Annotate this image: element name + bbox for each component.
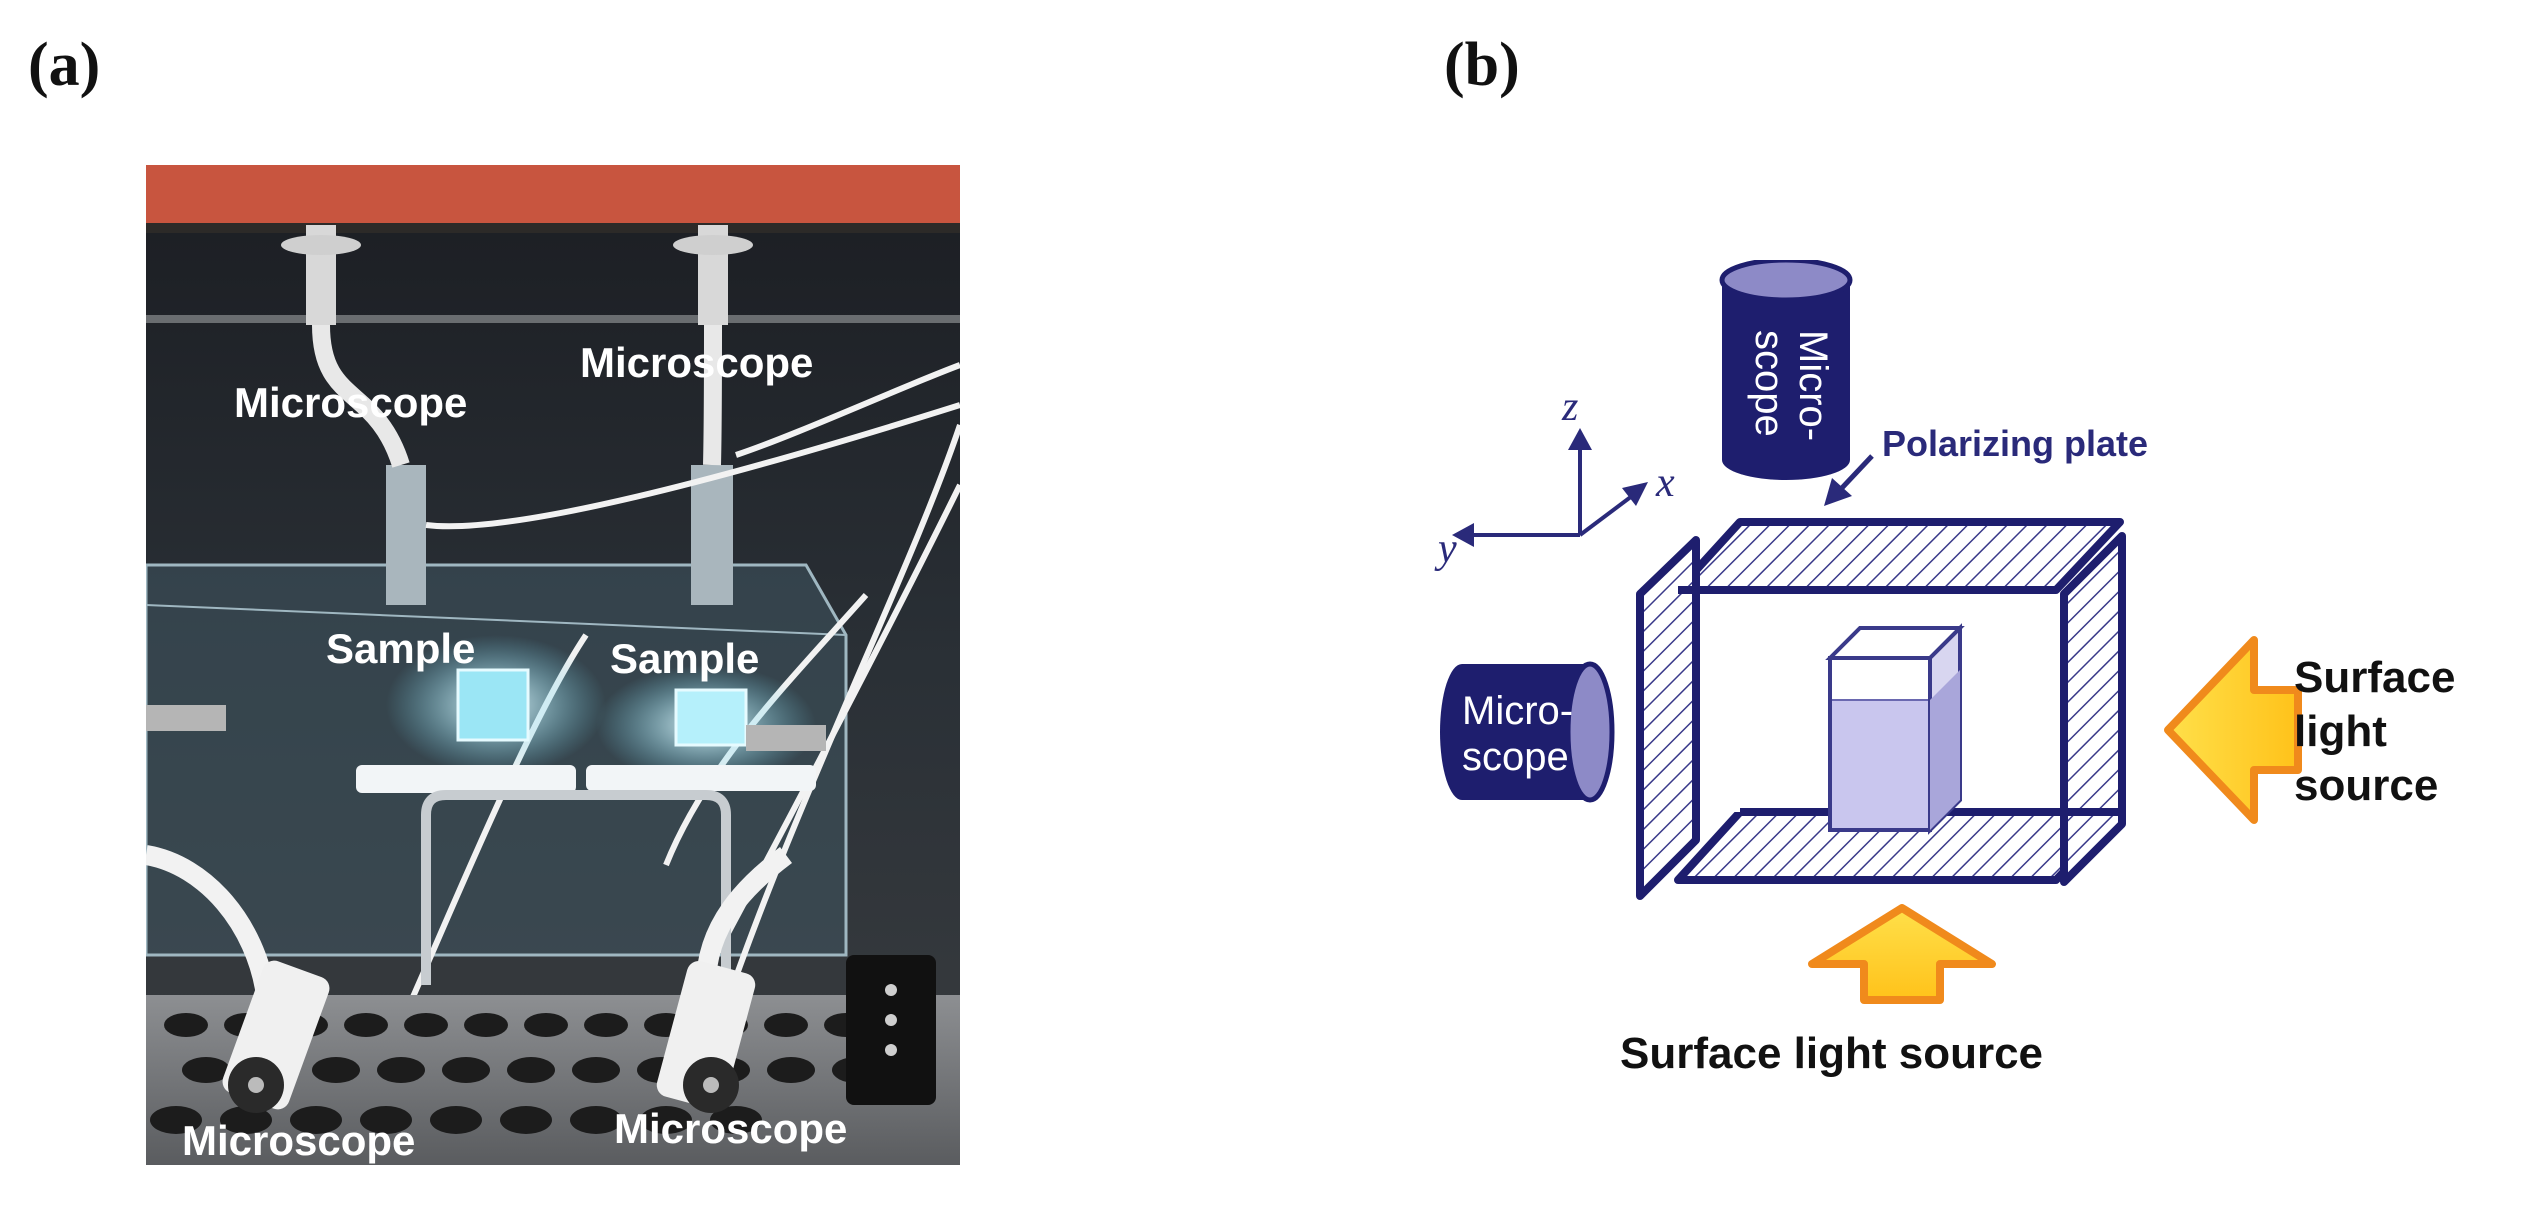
cuvette-left	[456, 668, 530, 742]
panel-label-a: (a)	[28, 31, 101, 99]
light-arrow-bottom	[1808, 904, 1996, 1004]
lid-shadow	[146, 223, 960, 233]
top-microscope-text-2: scope	[1747, 330, 1791, 437]
photo-panel: Microscope Microscope Sample Sample Micr…	[146, 165, 960, 1165]
incubator-lid	[146, 165, 960, 223]
label-microscope-bottom-left: Microscope	[182, 1117, 415, 1164]
bottom-microscope-left	[146, 845, 330, 1113]
side-microscope: Micro- scope	[1440, 661, 1615, 803]
label-microscope-bottom-right: Microscope	[614, 1105, 847, 1152]
polarizing-plate-pointer	[1824, 454, 1874, 506]
polarizing-plate-label: Polarizing plate	[1882, 423, 2148, 464]
side-microscope-text-2: scope	[1462, 735, 1569, 779]
label-sample-left: Sample	[326, 625, 475, 672]
polarizing-plate-left	[1636, 536, 1700, 900]
metal-stand	[421, 790, 731, 985]
polarizing-plate-top	[1674, 518, 2124, 594]
top-microscope-left	[281, 225, 426, 605]
label-microscope-top-right: Microscope	[580, 339, 813, 386]
axis-label-x: x	[1655, 460, 1675, 506]
axes	[1452, 428, 1648, 547]
cuvette-right	[674, 688, 748, 747]
side-microscope-text-1: Micro-	[1462, 689, 1573, 733]
top-microscope: Micro- scope	[1719, 260, 1853, 480]
top-microscope-text-1: Micro-	[1791, 330, 1835, 441]
axis-label-y: y	[1434, 526, 1457, 572]
diagram-panel: Micro- scope Polarizing plate z x y	[1434, 260, 2455, 1078]
light-right-line-3: source	[2294, 761, 2438, 810]
top-microscope-right	[673, 225, 753, 605]
controller-box	[846, 955, 936, 1105]
label-microscope-top-left: Microscope	[234, 379, 467, 426]
holder-left	[356, 765, 576, 793]
light-right-line-2: light	[2294, 707, 2387, 756]
bottom-microscope-right	[656, 847, 793, 1113]
holder-right	[586, 765, 816, 791]
light-bottom-label: Surface light source	[1620, 1029, 2043, 1078]
panel-label-b: (b)	[1444, 31, 1520, 99]
light-right-line-1: Surface	[2294, 653, 2455, 702]
polarizing-plate-right	[2060, 532, 2126, 886]
axis-label-z: z	[1561, 384, 1578, 430]
glass-edge	[146, 604, 847, 636]
cuvette	[1825, 623, 1965, 835]
clamp-right	[746, 725, 826, 751]
label-sample-right: Sample	[610, 635, 759, 682]
clamp-left	[146, 705, 226, 731]
upper-shelf	[146, 315, 960, 323]
light-arrow-right	[2164, 636, 2302, 824]
